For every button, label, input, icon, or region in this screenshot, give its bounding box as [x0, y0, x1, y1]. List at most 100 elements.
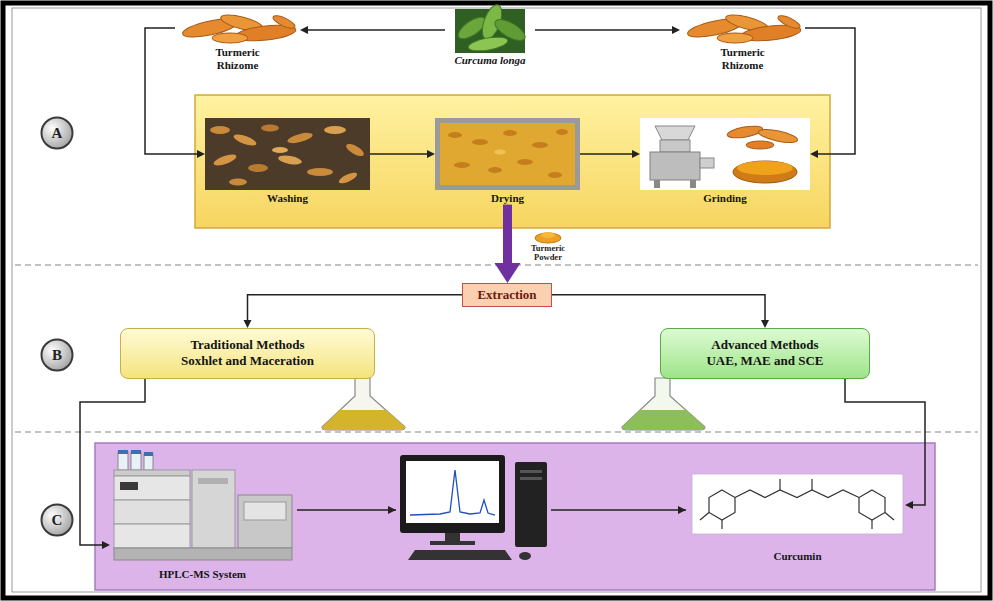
- material-label: Turmeric Powder: [522, 244, 574, 263]
- structure-image: Curcumin: [690, 470, 905, 563]
- flow-arrow-thick: [503, 205, 512, 263]
- connector: [845, 379, 925, 506]
- plant-picture: [455, 2, 528, 53]
- node-title: C: [40, 503, 74, 537]
- flow-arrow: [551, 509, 686, 511]
- connector: [552, 295, 765, 320]
- connector: [580, 153, 632, 155]
- flask-picture: [322, 378, 405, 430]
- hplc-ms-picture: [192, 470, 235, 548]
- washing-picture: [205, 118, 370, 190]
- drying-picture: [517, 159, 533, 165]
- node-title: Turmeric Rhizome: [708, 46, 778, 71]
- washing-picture: [212, 152, 237, 168]
- hplc-ms-picture: [118, 450, 128, 454]
- computer-picture: [520, 477, 542, 480]
- hplc-ms-picture: [114, 450, 292, 560]
- computer-picture: [400, 455, 547, 560]
- connector: [145, 28, 197, 154]
- grinding-picture: [690, 180, 696, 188]
- hplc-ms-picture: [114, 548, 292, 560]
- curcumin-structure: [700, 479, 894, 529]
- computer-picture: [445, 533, 460, 541]
- curcumin-structure: [735, 490, 859, 498]
- grinding-picture: [640, 118, 810, 190]
- computer-picture: [430, 541, 475, 545]
- drying-picture: [454, 162, 470, 168]
- hplc-ms-picture: [238, 495, 292, 548]
- section-marker: A: [40, 116, 74, 150]
- drying-picture: [532, 142, 548, 148]
- powder-picture: [535, 232, 561, 243]
- method-box: Traditional MethodsSoxhlet and Maceratio…: [120, 328, 375, 379]
- analysis-panel: [95, 443, 935, 590]
- node-title: Grinding: [640, 192, 810, 205]
- process-step: Grinding: [640, 118, 810, 205]
- washing-picture: [261, 125, 279, 132]
- curcumin-structure: [721, 520, 722, 529]
- curcumin-structure: [885, 513, 894, 521]
- curcumin-structure: [709, 490, 735, 520]
- washing-picture: [205, 118, 370, 190]
- node-title: Curcuma longa: [445, 54, 535, 67]
- drying-picture: [488, 167, 502, 173]
- drying-picture: [472, 139, 488, 145]
- washing-picture: [232, 132, 257, 148]
- curcumin-structure: [692, 474, 903, 534]
- flask-picture: [622, 378, 705, 430]
- washing-picture: [272, 147, 288, 153]
- flask-picture: [322, 410, 405, 430]
- node-title: B: [40, 338, 74, 372]
- flow-arrow: [297, 509, 396, 511]
- rhizome-picture: [686, 12, 801, 44]
- drying-picture: [548, 172, 562, 178]
- hplc-ms-picture: [144, 452, 153, 456]
- hplc-ms-picture: [244, 502, 286, 520]
- curcumin-structure: [871, 520, 872, 529]
- node-body: Soxhlet and Maceration: [131, 353, 364, 369]
- hplc-ms-picture: [131, 452, 141, 470]
- grinding-picture: [737, 161, 793, 175]
- curcumin-structure: [859, 490, 885, 520]
- drying-picture: [435, 118, 580, 190]
- inner-frame: [12, 8, 981, 592]
- plant-image: Curcuma longa: [445, 8, 535, 67]
- flask-picture: [622, 410, 705, 430]
- washing-picture: [324, 126, 346, 134]
- connector: [80, 379, 145, 546]
- node-title: Drying: [435, 192, 580, 205]
- connector: [805, 28, 855, 154]
- preparation-panel: [195, 95, 830, 228]
- hplc-ms-picture: [114, 524, 190, 548]
- washing-picture: [344, 142, 365, 159]
- drying-picture: [435, 118, 580, 190]
- outer-frame: [3, 3, 990, 598]
- drying-picture: [494, 150, 506, 155]
- process-step: Drying: [435, 118, 580, 205]
- connector: [370, 153, 427, 155]
- node-title: Advanced Methods: [671, 337, 859, 353]
- grinding-picture: [640, 118, 810, 190]
- curcumin-structure: [692, 474, 903, 534]
- drying-picture: [440, 123, 575, 185]
- connector: [308, 29, 445, 31]
- curcumin-structure: [700, 513, 709, 521]
- washing-picture: [286, 131, 313, 145]
- section-marker: B: [40, 338, 74, 372]
- node-title: Turmeric Rhizome: [203, 46, 273, 71]
- grinding-picture: [655, 126, 695, 140]
- process-step: Washing: [205, 118, 370, 205]
- node-title: Curcumin: [690, 550, 905, 563]
- drying-picture: [503, 130, 517, 136]
- method-box: Advanced MethodsUAE, MAE and SCE: [660, 328, 870, 379]
- section-marker: C: [40, 503, 74, 537]
- curcumin-structure: [811, 479, 812, 490]
- section-divider: [15, 431, 978, 432]
- computer-picture: [406, 461, 499, 523]
- grinding-picture: [660, 140, 690, 152]
- node-title: Traditional Methods: [131, 337, 364, 353]
- grinding-picture: [650, 152, 700, 180]
- powder-picture: [535, 233, 561, 243]
- drying-picture: [448, 132, 462, 138]
- powder-picture: [541, 232, 555, 238]
